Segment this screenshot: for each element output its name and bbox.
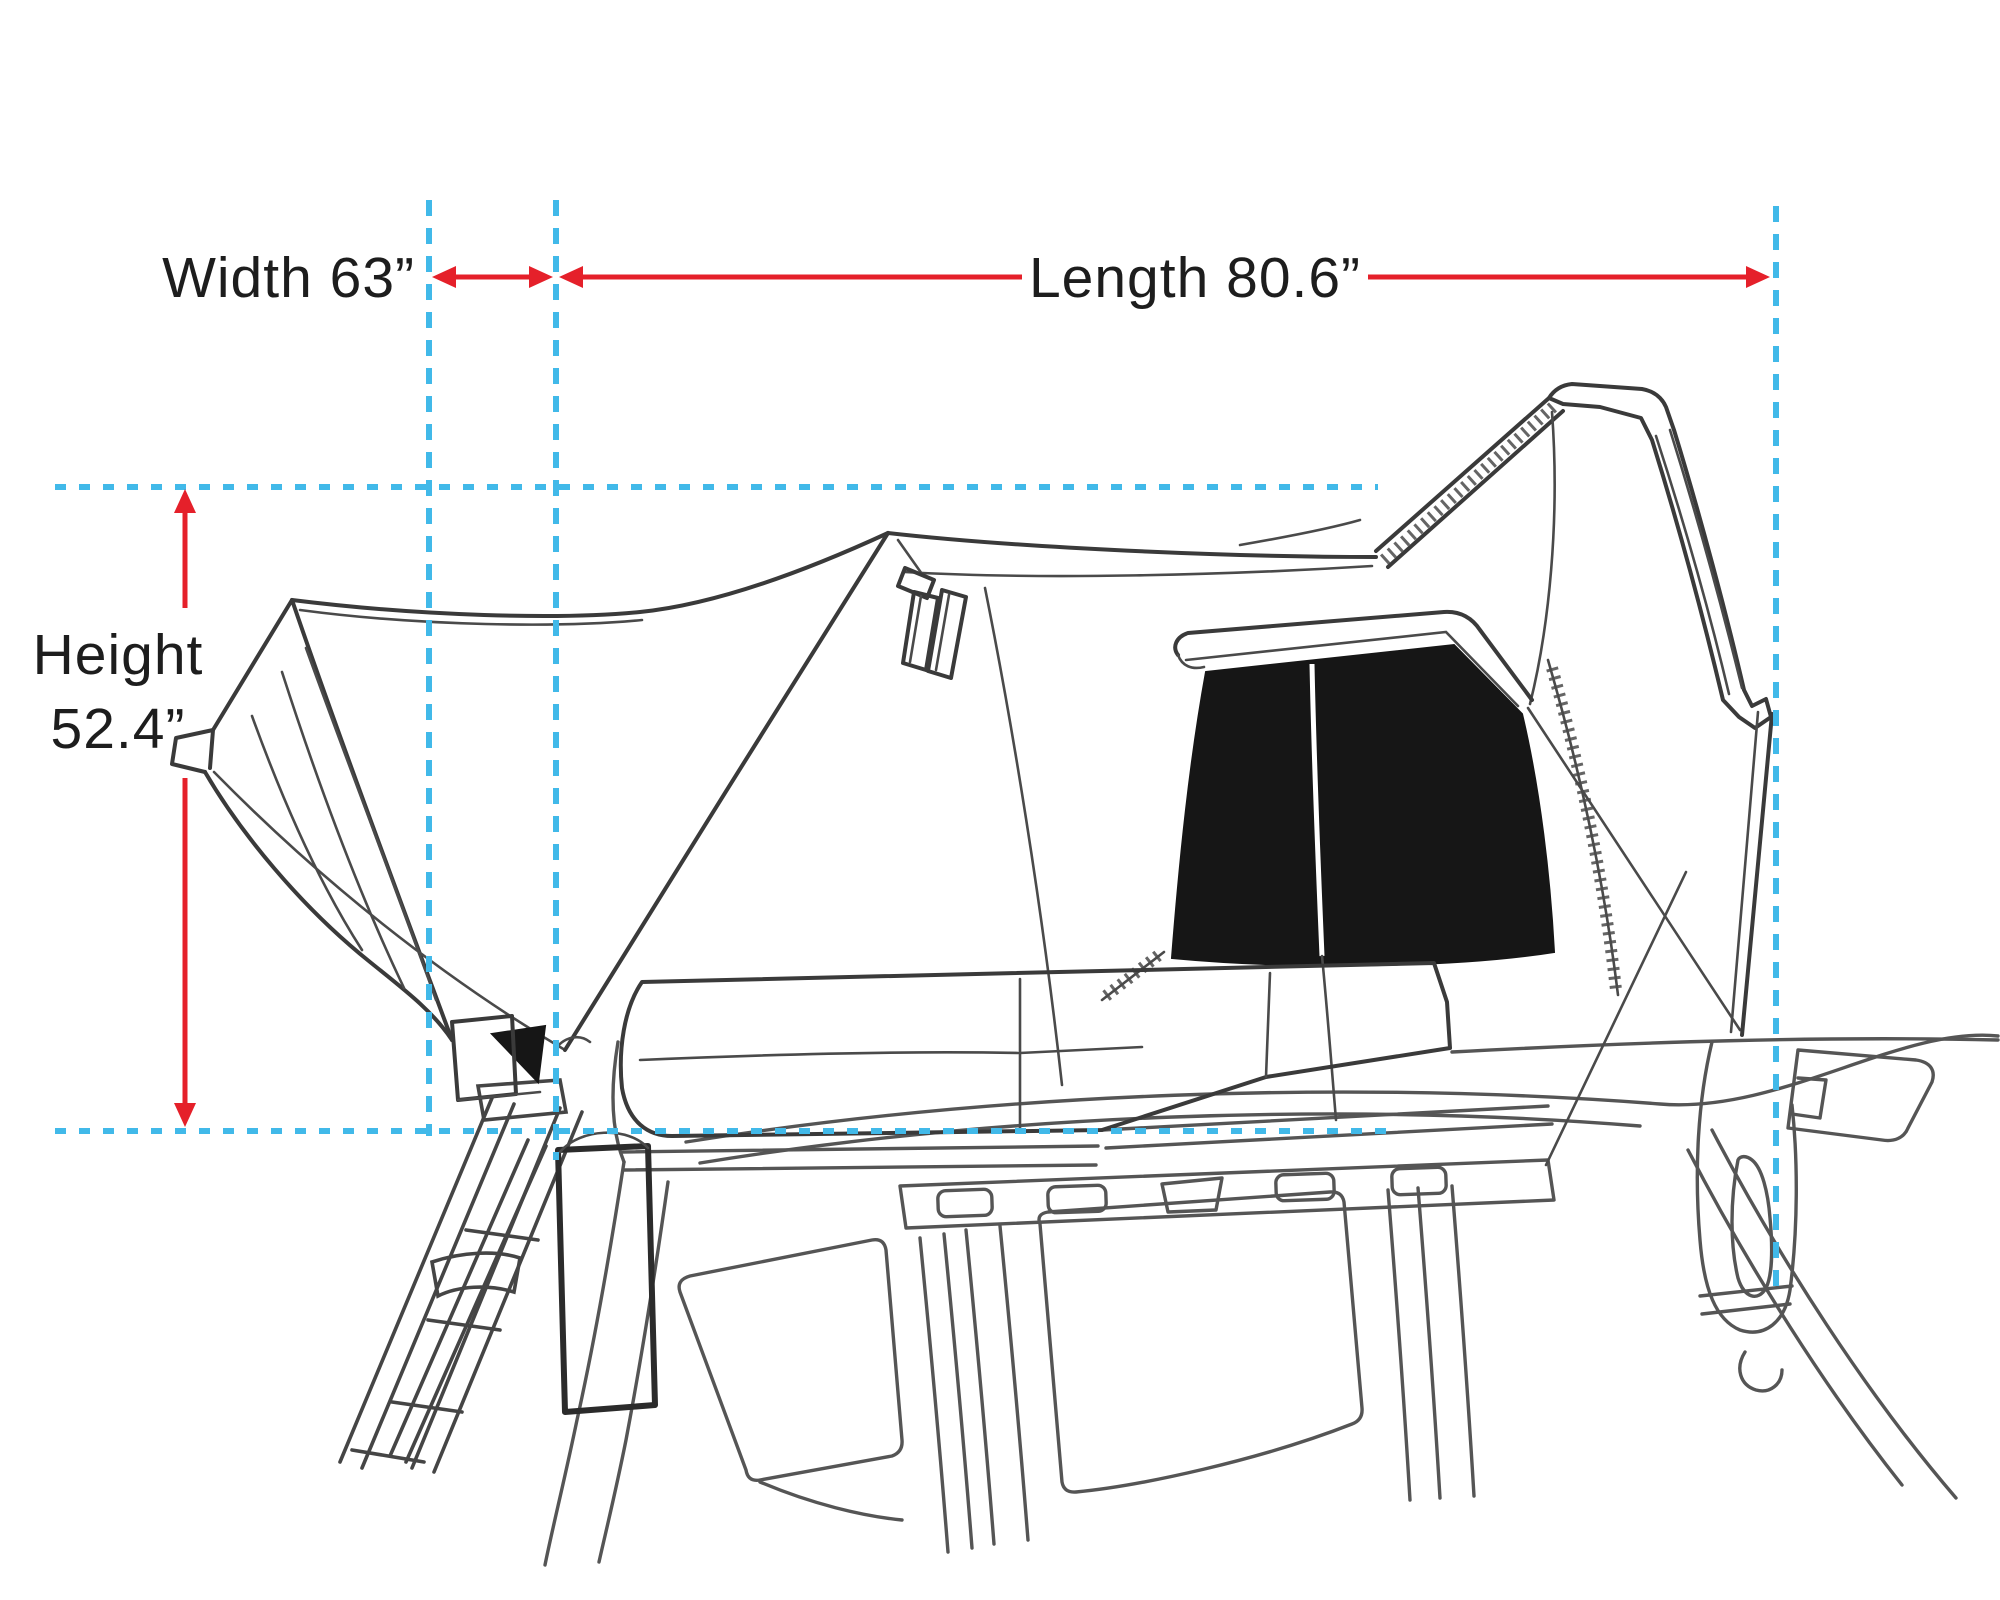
zipper-pulls [896,538,968,680]
guide-lines [55,200,1779,1292]
length-dimension: Length 80.6” [559,246,1770,310]
vehicle-artwork [543,1033,2000,1567]
tent-artwork [170,382,1774,1415]
width-arrowhead-right [529,266,553,288]
hanging-strap [555,1131,658,1415]
width-label: Width 63” [162,246,415,310]
height-label-line2: 52.4” [51,697,186,761]
width-dimension: Width 63” [162,246,553,310]
base-platform [450,961,1452,1138]
length-label: Length 80.6” [1029,246,1361,310]
tent-window [1170,643,1556,967]
length-arrowhead-left [559,266,583,288]
height-dimension: Height 52.4” [33,489,204,1127]
length-arrowhead-right [1746,266,1770,288]
ladder-artwork [338,1078,584,1474]
width-arrowhead-left [432,266,456,288]
height-label-line1: Height [33,623,204,687]
door-flap [1173,609,1534,708]
tent-cover-flap [170,598,567,1052]
hard-shell-panel [1528,382,1773,730]
height-arrowhead-bottom [174,1103,196,1127]
height-arrowhead-top [174,489,196,513]
